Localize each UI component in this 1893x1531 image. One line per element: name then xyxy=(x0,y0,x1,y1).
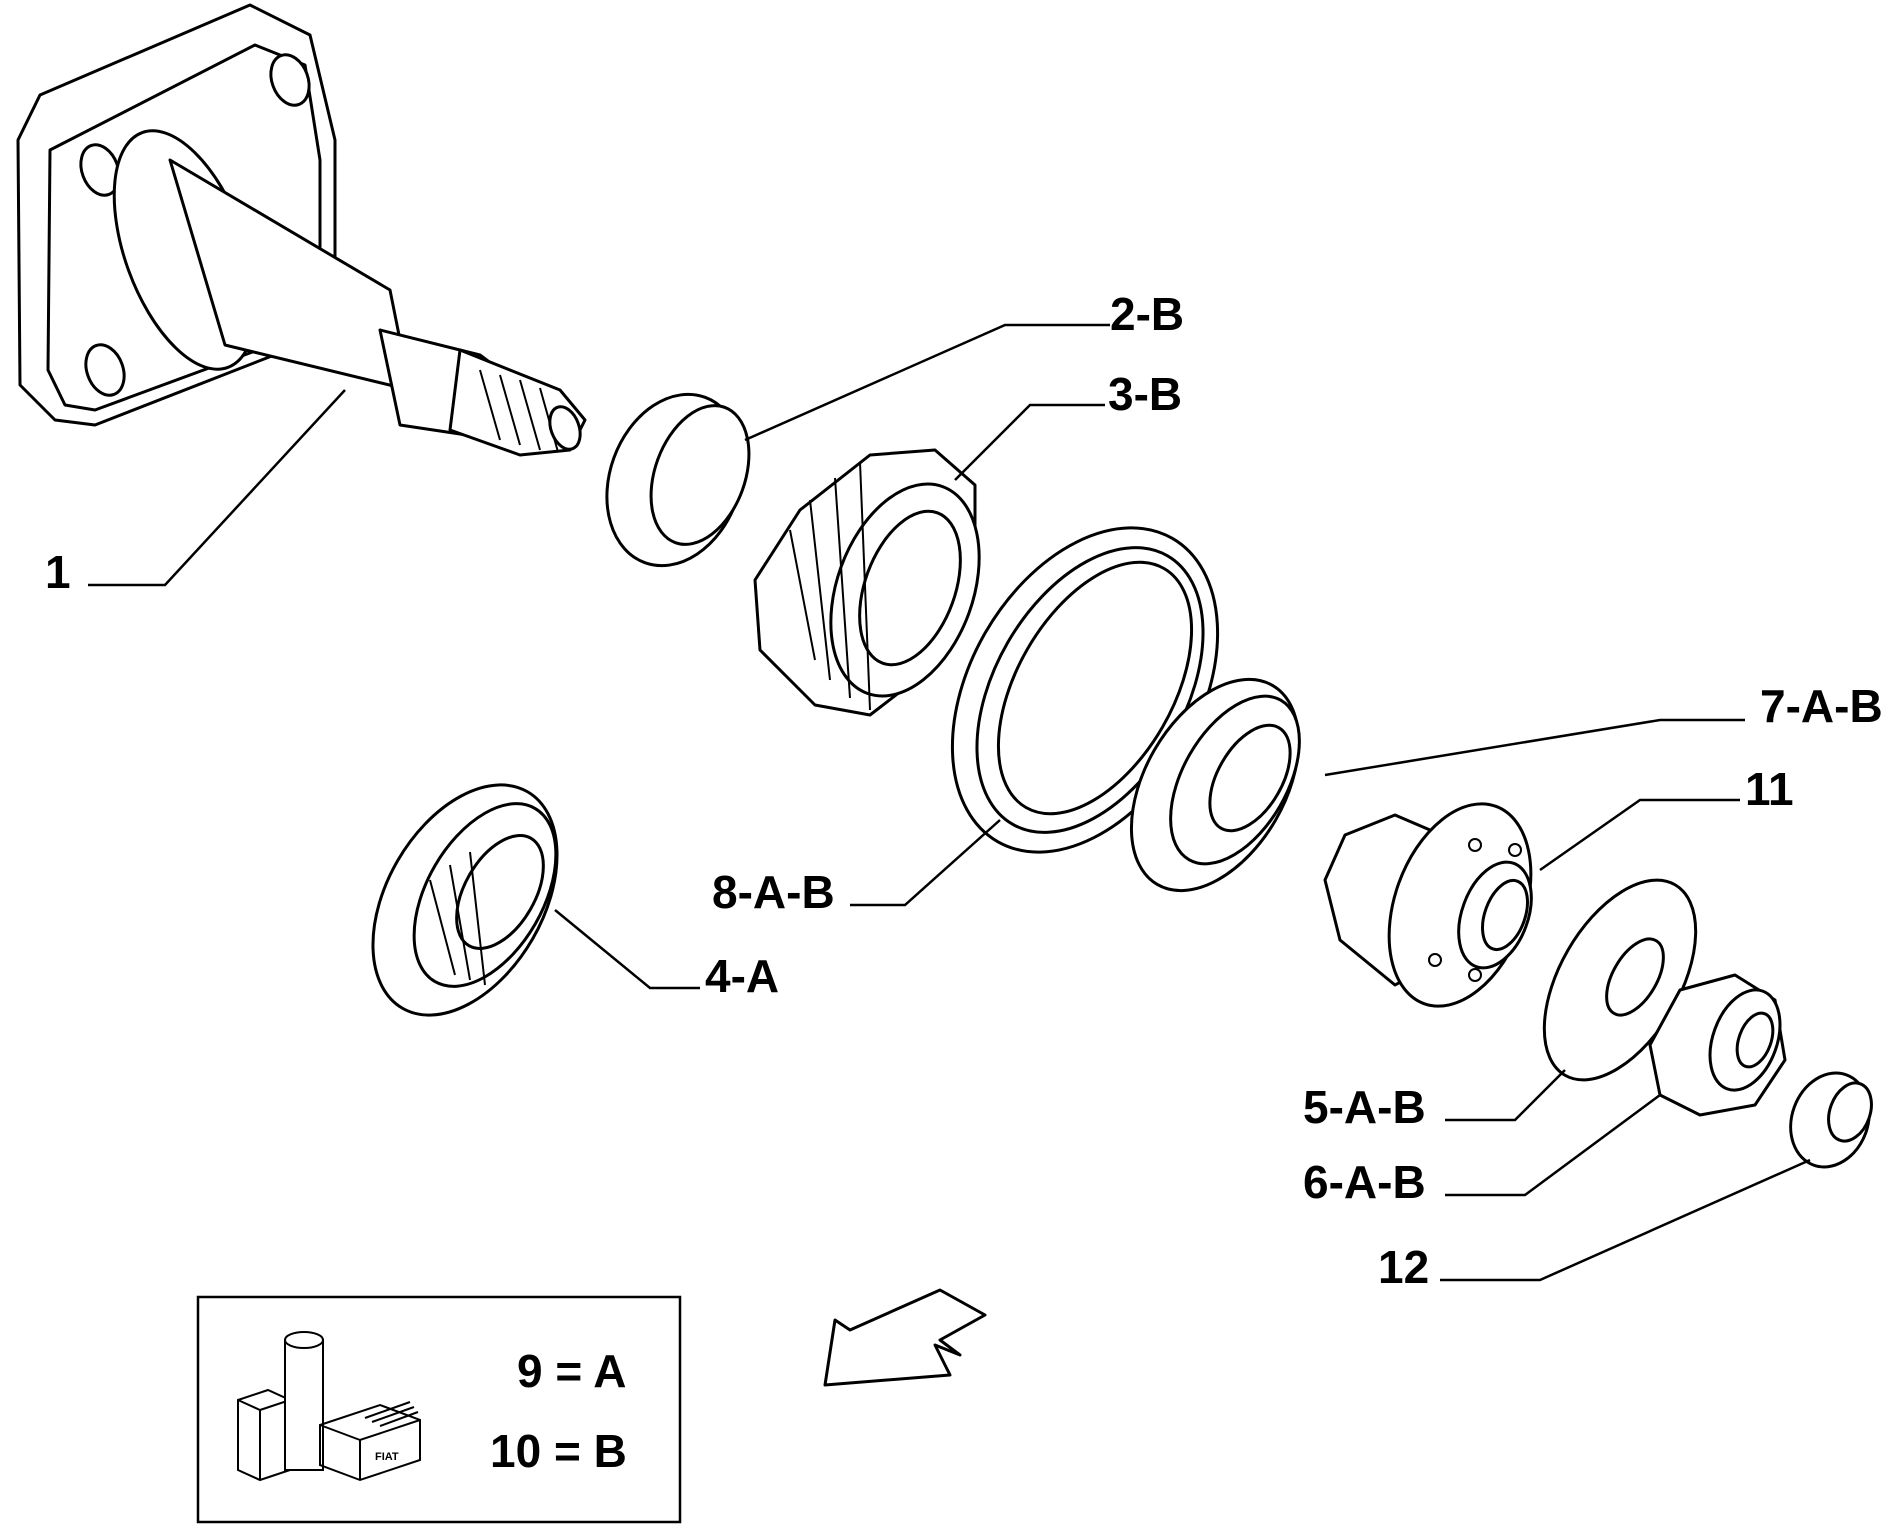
direction-arrow-icon xyxy=(823,1288,987,1387)
callout-11: 11 xyxy=(1745,763,1794,815)
logo-text: FIAT xyxy=(375,1451,399,1463)
part-6ab-hex-nut xyxy=(1648,973,1787,1117)
part-4a-ball-bearing xyxy=(371,783,559,1017)
part-8ab-oil-seal xyxy=(950,526,1220,854)
part-3b-tapered-roller-bearing xyxy=(753,448,981,717)
callout-3b: 3-B xyxy=(1108,368,1182,420)
callout-labels: 1 2-B 3-B 7-A-B 11 8-A-B 4-A 5-A-B 6-A-B… xyxy=(45,288,1883,1293)
part-12-hub-cap xyxy=(1789,1071,1873,1169)
part-1-stub-axle xyxy=(16,3,587,457)
part-11-wheel-hub xyxy=(1323,802,1533,1008)
leader-12 xyxy=(1440,1158,1811,1282)
part-7ab-ball-bearing xyxy=(1129,677,1301,893)
leader-6ab xyxy=(1445,1093,1661,1197)
leader-1 xyxy=(88,389,346,587)
leader-5ab xyxy=(1445,1069,1566,1122)
leader-11 xyxy=(1539,798,1740,872)
leader-8ab xyxy=(850,819,1001,907)
leader-4a xyxy=(554,909,700,990)
leader-3b xyxy=(954,403,1105,481)
part-2b-bearing-cup xyxy=(605,392,751,568)
legend-box: FIAT 9 = A 10 = B xyxy=(196,1295,682,1524)
callout-1: 1 xyxy=(45,546,71,598)
callout-5ab: 5-A-B xyxy=(1303,1081,1426,1133)
legend-line-2: 10 = B xyxy=(490,1425,627,1477)
callout-12: 12 xyxy=(1378,1241,1429,1293)
callout-2b: 2-B xyxy=(1110,288,1184,340)
callout-4a: 4-A xyxy=(705,950,779,1002)
leader-7ab xyxy=(1324,718,1745,777)
fiat-lubricant-logo-icon: FIAT xyxy=(237,1331,421,1482)
callout-8ab: 8-A-B xyxy=(712,866,835,918)
callout-7ab: 7-A-B xyxy=(1760,680,1883,732)
leader-lines xyxy=(88,323,1811,1282)
callout-6ab: 6-A-B xyxy=(1303,1156,1426,1208)
leader-2b xyxy=(744,323,1110,442)
legend-line-1: 9 = A xyxy=(517,1345,627,1397)
